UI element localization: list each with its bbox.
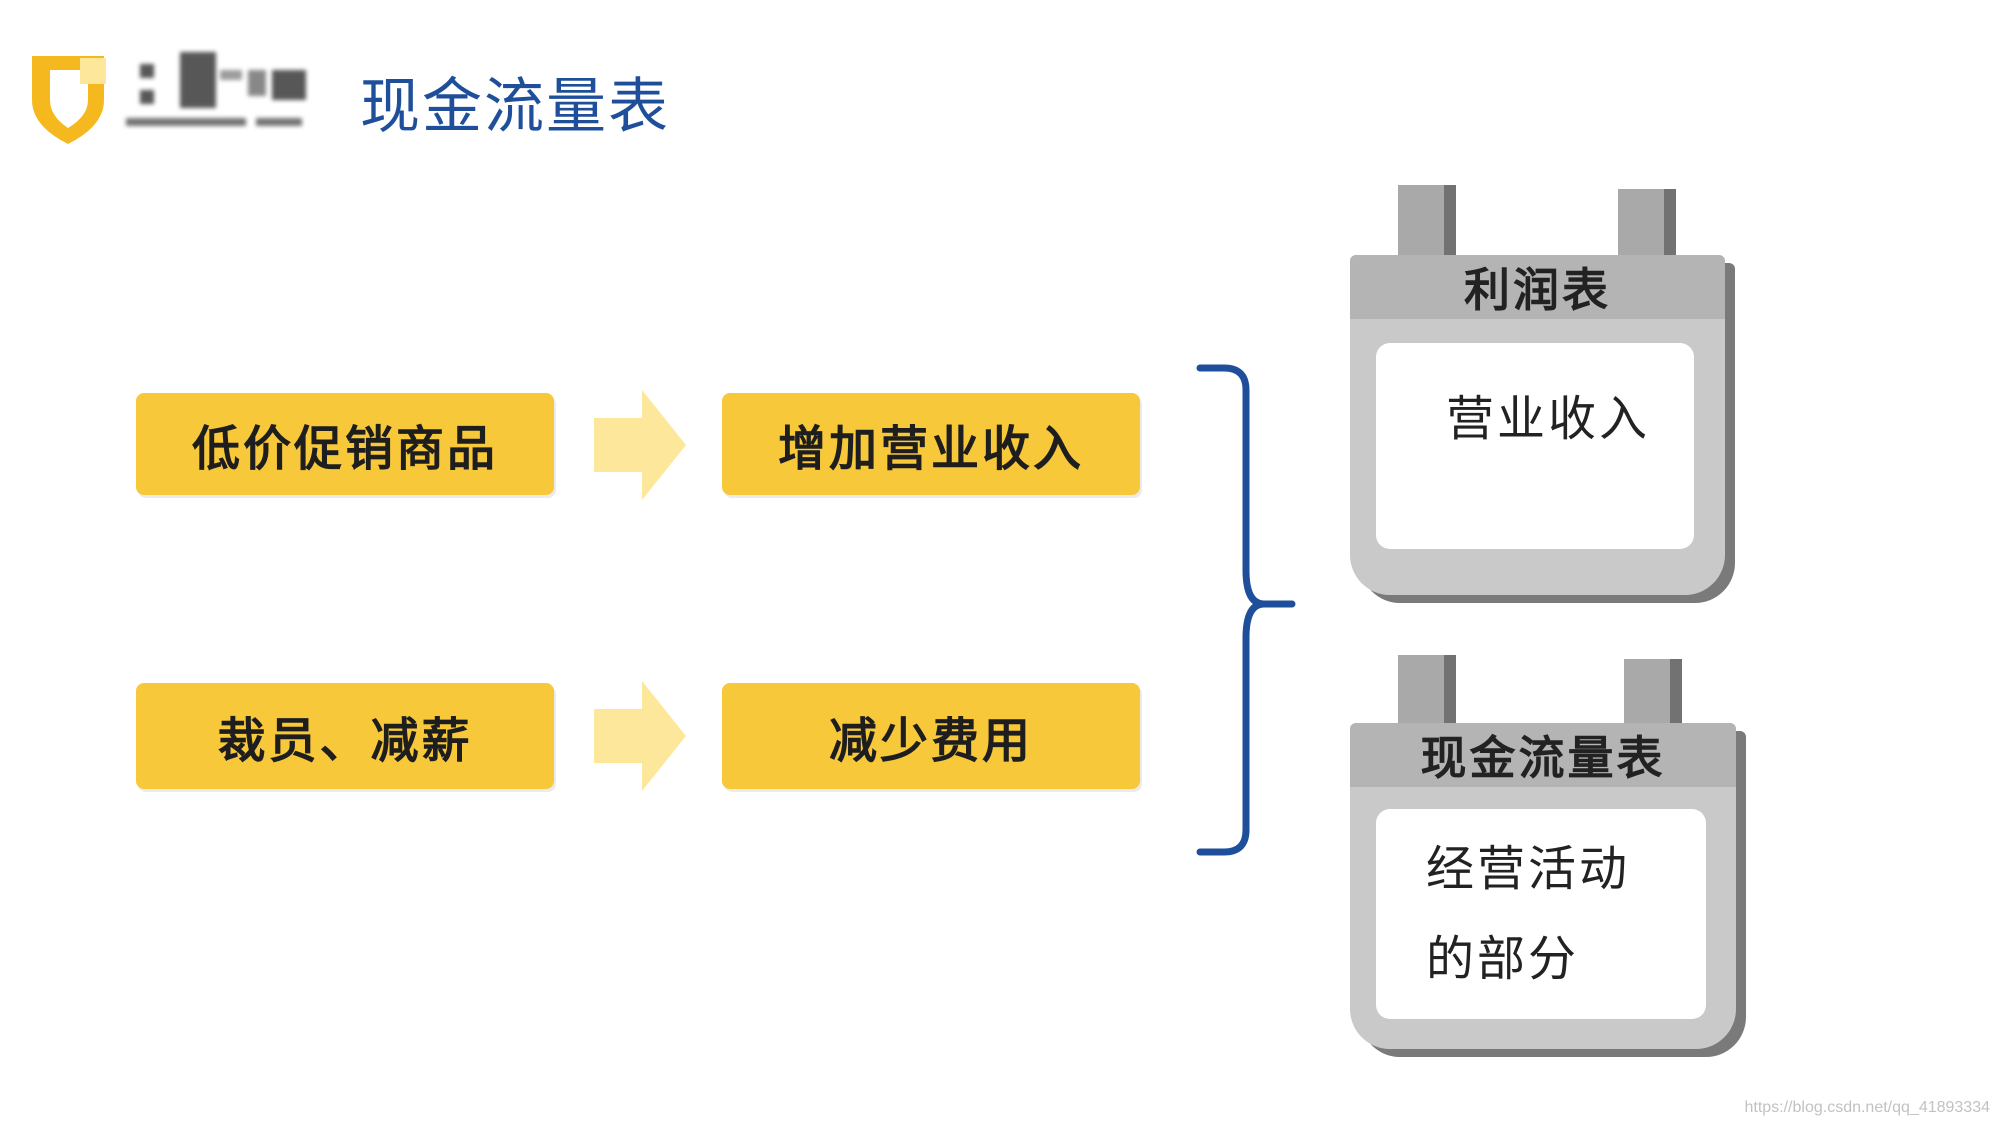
source-watermark: https://blog.csdn.net/qq_41893334	[1744, 1099, 1990, 1116]
arrow-right-icon	[594, 681, 686, 791]
right-brace-icon	[1196, 364, 1296, 856]
clip-body: 营业收入	[1376, 343, 1694, 549]
arrow-right-icon	[594, 390, 686, 500]
clip-frame: 现金流量表 经营活动 的部分	[1350, 723, 1736, 1049]
clip-body-text: 营业收入	[1446, 391, 1651, 447]
clip-tab-right-shade	[1670, 659, 1682, 725]
effect-box-revenue: 增加营业收入	[722, 393, 1140, 495]
clip-body-text-line1: 经营活动	[1426, 841, 1631, 897]
clip-tab-right-shade	[1664, 189, 1676, 259]
page-title: 现金流量表	[360, 72, 670, 142]
cause-box-layoffs: 裁员、减薪	[136, 683, 554, 789]
shield-logo-icon	[32, 56, 106, 144]
cause-box-promotion: 低价促销商品	[136, 393, 554, 495]
clip-body-text-line2: 的部分	[1426, 931, 1580, 987]
clip-header: 利润表	[1350, 255, 1725, 319]
clip-frame: 利润表 营业收入	[1350, 255, 1725, 595]
clip-body: 经营活动 的部分	[1376, 809, 1706, 1019]
clipboard-cash-flow-statement: 现金流量表 经营活动 的部分	[1350, 655, 1736, 1055]
effect-box-expenses: 减少费用	[722, 683, 1140, 789]
clip-header: 现金流量表	[1350, 723, 1736, 787]
clip-tab-left-shade	[1444, 185, 1456, 259]
clip-tab-left-shade	[1444, 655, 1456, 725]
brand-logo	[22, 48, 342, 148]
clipboard-income-statement: 利润表 营业收入	[1350, 185, 1725, 595]
